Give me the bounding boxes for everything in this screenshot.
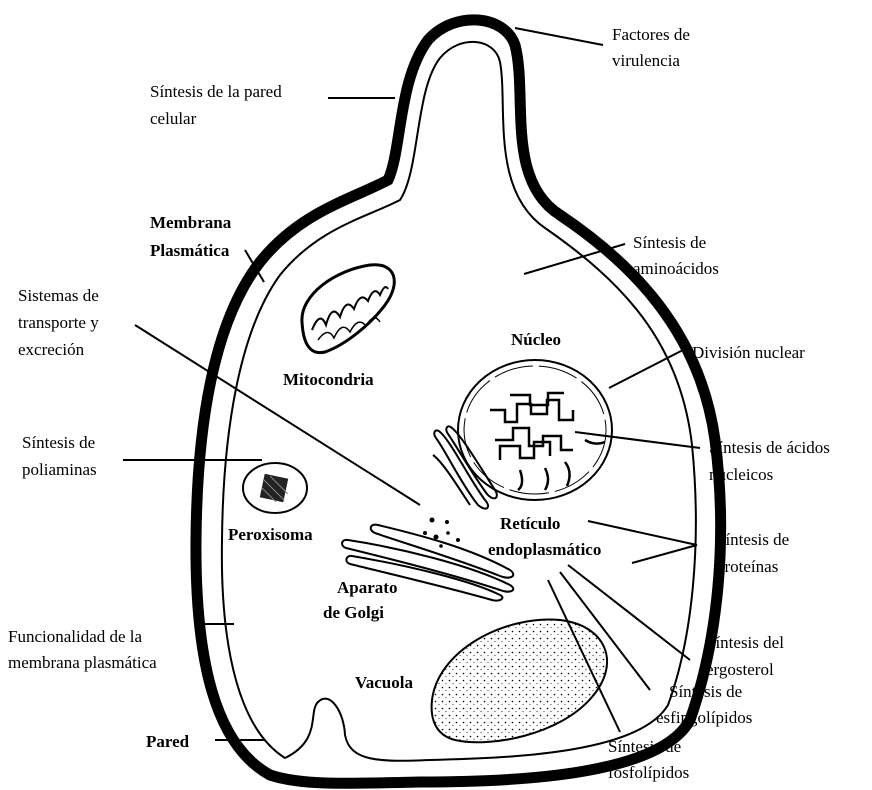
label-sintesis-ergosterol: Síntesis del ergosterol xyxy=(706,633,788,679)
label-sintesis-pared: Síntesis de la pared celular xyxy=(150,82,286,128)
label-sistemas-transporte: Sistemas de transporte y excreción xyxy=(18,286,103,359)
nucleus xyxy=(458,360,612,500)
label-sintesis-acidos-nucleicos: Síntesis de ácidos nucleicos xyxy=(709,438,834,484)
label-mitocondria: Mitocondria xyxy=(283,370,374,389)
label-sintesis-esfingolipidos: Síntesis de esfingolípidos xyxy=(656,682,752,727)
vesicles xyxy=(423,518,460,548)
label-funcionalidad-membrana: Funcionalidad de la membrana plasmática xyxy=(8,627,157,672)
label-peroxisoma: Peroxisoma xyxy=(228,525,313,544)
label-vacuola: Vacuola xyxy=(355,673,413,692)
label-division-nuclear: División nuclear xyxy=(692,343,805,362)
peroxisome xyxy=(243,463,307,513)
label-sintesis-poliaminas: Síntesis de poliaminas xyxy=(22,433,99,479)
label-aparato-golgi: Aparato de Golgi xyxy=(323,578,402,622)
label-sintesis-aminoacidos: Síntesis de aminoácidos xyxy=(633,233,719,278)
label-factores-virulencia: Factores de virulencia xyxy=(612,25,694,70)
label-reticulo: Retículo endoplasmático xyxy=(488,514,601,559)
label-nucleo: Núcleo xyxy=(511,330,561,349)
label-sintesis-proteinas: Síntesis de proteínas xyxy=(716,530,793,576)
label-pared: Pared xyxy=(146,732,190,751)
label-membrana-plasmatica: Membrana Plasmática xyxy=(150,213,235,260)
mitochondrion xyxy=(302,265,394,353)
vacuole xyxy=(432,620,607,743)
